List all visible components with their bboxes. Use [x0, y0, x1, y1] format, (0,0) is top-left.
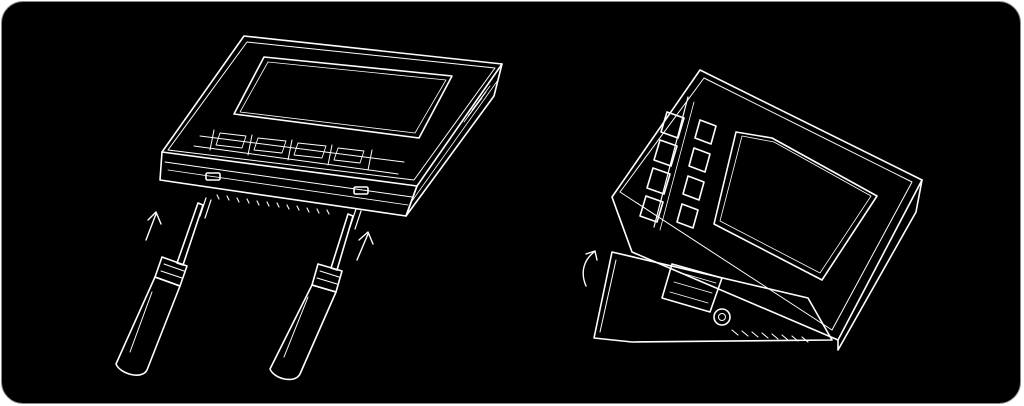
- step-lift-device: [522, 2, 1020, 403]
- mounting-plate-icon: [593, 251, 833, 343]
- screwdriver-icon: [115, 197, 212, 376]
- step-remove-screws: [2, 2, 522, 403]
- up-arrow-icon: [356, 231, 374, 261]
- device-front-icon: [159, 35, 503, 217]
- screwdriver-icon: [269, 208, 362, 381]
- device-tilted-icon: [611, 69, 923, 351]
- rotate-arrow-icon: [582, 250, 598, 287]
- screw-hole-icon: [205, 172, 369, 195]
- step-remove-screws-drawing: [115, 35, 503, 381]
- step-lift-device-drawing: [582, 69, 923, 351]
- up-arrow-icon: [145, 211, 162, 241]
